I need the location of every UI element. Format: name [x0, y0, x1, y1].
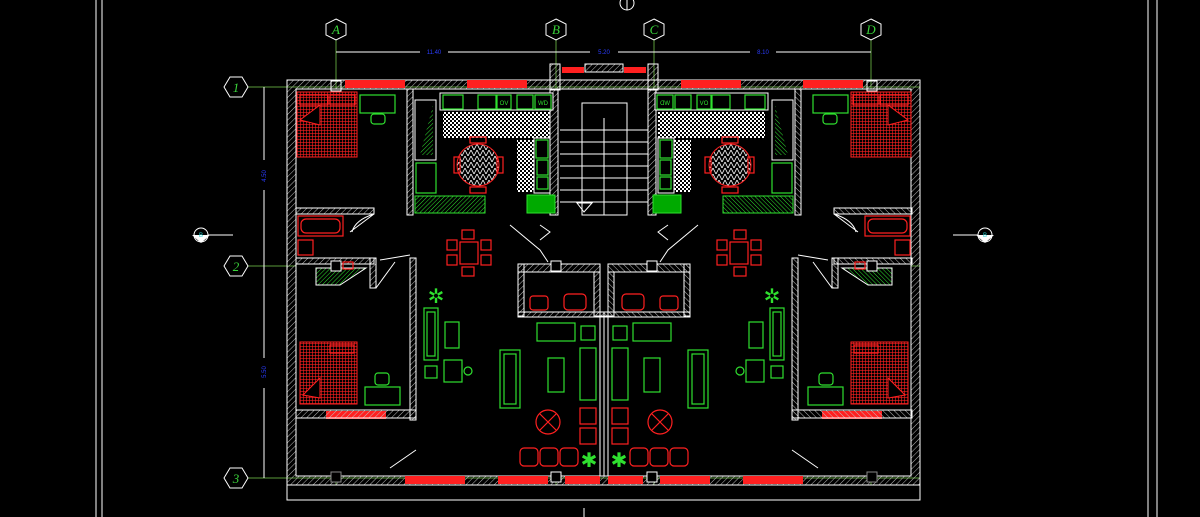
apartment-unit-left: OV WD ✲ ✱	[295, 80, 605, 484]
washer-label: WD	[538, 101, 549, 107]
dimension-1-2: 4.50	[262, 170, 268, 182]
armchair-icon	[443, 359, 463, 383]
window	[565, 476, 600, 484]
grid-marker-d: D	[860, 18, 882, 41]
svg-text:3: 3	[232, 471, 240, 486]
grid-row-markers: 1 2 3	[223, 76, 249, 489]
dimension-lines: 11.40 5.20 8.10 4.50 5.50	[262, 50, 871, 478]
grid-marker-b: B	[545, 18, 567, 41]
svg-text:2: 2	[233, 259, 240, 274]
svg-text:B: B	[552, 22, 560, 37]
sink-icon	[516, 94, 534, 110]
bottom-chairs	[519, 447, 579, 467]
grid-column-markers: A B C D	[325, 18, 882, 41]
stove-icon	[477, 94, 497, 110]
grid-marker-3: 3	[223, 467, 249, 489]
section-marker-right: B	[953, 227, 994, 243]
staircase	[549, 89, 657, 216]
bed-icon	[296, 91, 358, 158]
section-marker-left: B	[192, 227, 233, 243]
dimension-c-d: 8.10	[757, 50, 769, 56]
bathtub-icon	[297, 215, 344, 237]
svg-text:D: D	[865, 22, 876, 37]
chair-icon	[370, 113, 386, 125]
grid-marker-a: A	[325, 18, 347, 41]
grid-marker-c: C	[643, 18, 665, 41]
svg-text:B: B	[983, 233, 987, 239]
dining-table-icon	[456, 143, 500, 187]
window	[345, 80, 405, 88]
window	[405, 476, 465, 484]
sofa-icon	[423, 307, 439, 361]
dimension-a-b: 11.40	[427, 50, 442, 56]
dimension-2-3: 5.50	[262, 366, 268, 378]
drawing-frame	[95, 0, 1158, 517]
window	[467, 80, 527, 88]
plant-icon: ✱	[581, 450, 598, 472]
desk-icon	[364, 386, 401, 406]
svg-text:B: B	[199, 233, 203, 239]
sofa-icon	[499, 349, 521, 409]
toilet-icon	[297, 239, 314, 256]
svg-text:1: 1	[233, 80, 240, 95]
svg-text:C: C	[650, 22, 659, 37]
dimension-b-c: 5.20	[598, 50, 610, 56]
desk-icon	[359, 94, 396, 114]
grid-marker-1: 1	[223, 76, 249, 98]
light-fixture-icon	[535, 409, 561, 435]
window	[498, 476, 548, 484]
svg-text:A: A	[331, 22, 340, 37]
plant-icon: ✲	[428, 286, 445, 308]
grid-marker-2: 2	[223, 255, 249, 277]
oven-label: OV	[500, 101, 509, 107]
dining-set-icon	[446, 229, 492, 277]
